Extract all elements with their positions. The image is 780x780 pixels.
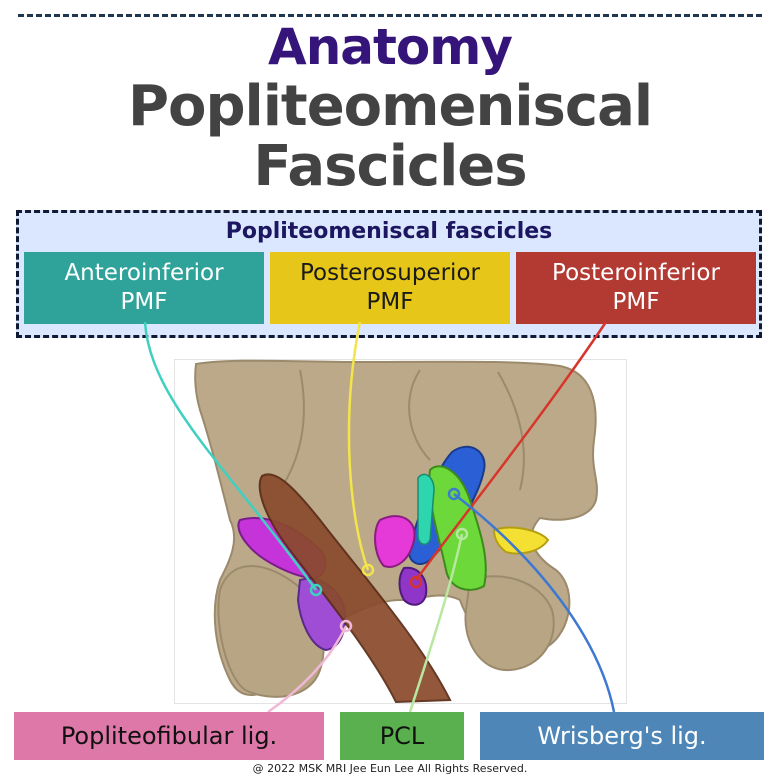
marker-popliteofibular — [339, 619, 353, 633]
top-dashed-rule — [18, 14, 762, 17]
label-popliteofibular-lig: Popliteofibular lig. — [14, 712, 324, 760]
pcl-ligament — [417, 465, 487, 591]
marker-wrisberg — [447, 487, 461, 501]
title-popliteomeniscal: Popliteomeniscal — [127, 74, 653, 139]
marker-posteroinferior — [409, 575, 423, 589]
label-posteroinferior-pmf: Posteroinferior PMF — [516, 252, 756, 324]
label-anteroinferior-pmf: Anteroinferior PMF — [24, 252, 264, 324]
lateral-meniscus-yellow — [492, 526, 550, 555]
leader-posteroinferior — [414, 321, 608, 581]
title-fascicles: Fascicles — [253, 134, 527, 199]
leader-wrisberg — [453, 493, 616, 713]
leader-lines — [143, 321, 616, 714]
leader-popliteofibular — [267, 625, 348, 714]
marker-posterosuperior — [361, 563, 375, 577]
leader-posterosuperior — [347, 321, 370, 571]
pmf-group-title: Popliteomeniscal fascicles — [225, 219, 553, 244]
label-posterosuperior-pmf: Posterosuperior PMF — [270, 252, 510, 324]
popliteus-tendon — [258, 473, 452, 704]
leader-anteroinferior — [143, 321, 318, 591]
marker-anteroinferior — [309, 583, 323, 597]
title-anatomy: Anatomy — [268, 18, 513, 76]
marker-pcl — [455, 527, 469, 541]
leader-pcl — [408, 533, 464, 713]
label-pcl: PCL — [340, 712, 464, 760]
label-wrisbergs-lig: Wrisberg's lig. — [480, 712, 764, 760]
copyright-notice: @ 2022 MSK MRI Jee Eun Lee All Rights Re… — [252, 762, 528, 775]
